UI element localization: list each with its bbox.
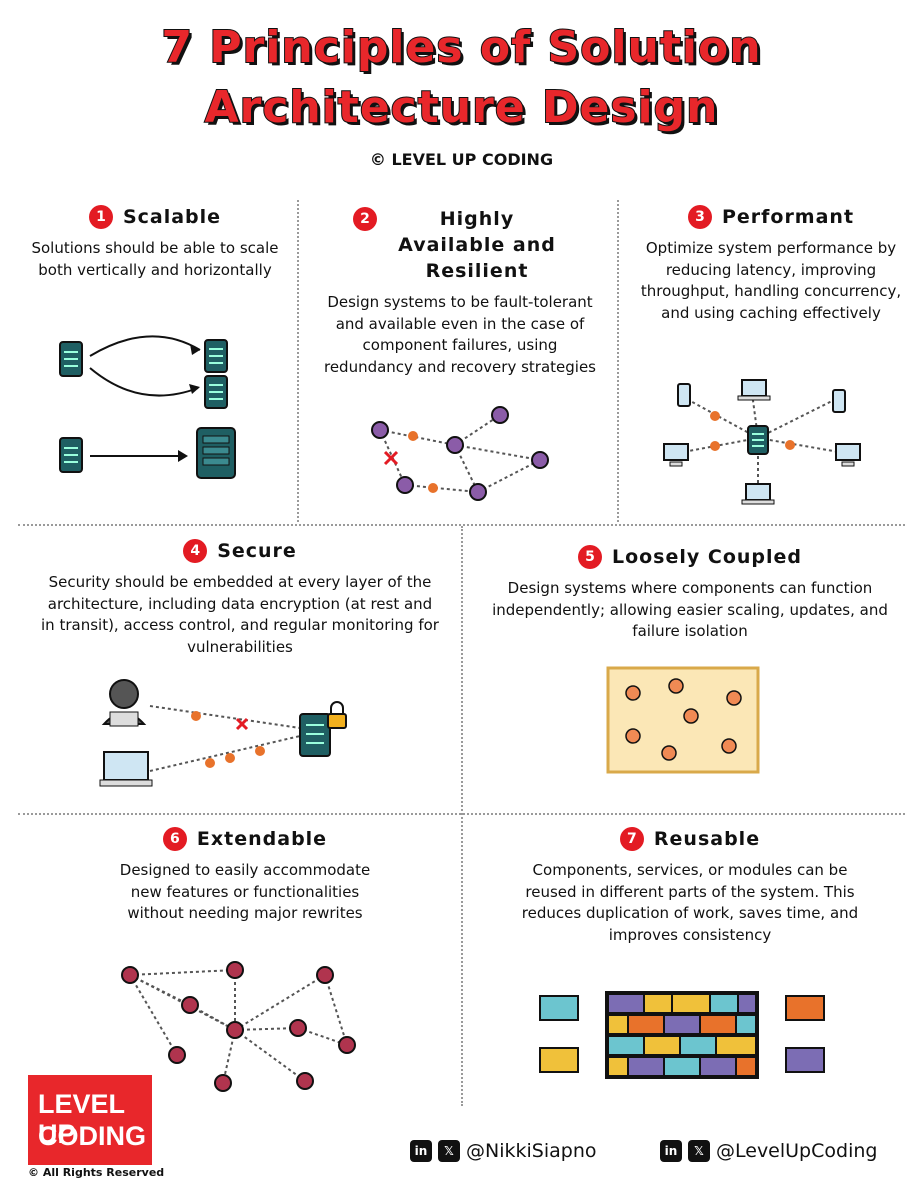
resilient-network-illustration (371, 406, 549, 501)
blocked-x-icon (235, 717, 249, 731)
principle-extendable: 6 Extendable Designed to easily accommoda… (60, 826, 430, 925)
principle-description: Optimize system performance by reducing … (640, 239, 902, 322)
handle-text: @LevelUpCoding (716, 1140, 878, 1162)
server-icon (747, 425, 769, 455)
divider (297, 200, 299, 522)
packet-dot (191, 711, 201, 721)
packet-dot (408, 431, 418, 441)
reusable-blocks-illustration (539, 991, 825, 1079)
social-handle-levelupcoding[interactable]: in 𝕏 @LevelUpCoding (660, 1140, 877, 1162)
social-handle-nikki[interactable]: in 𝕏 @NikkiSiapno (410, 1140, 597, 1162)
number-badge: 3 (687, 205, 712, 229)
desktop-icon (663, 443, 689, 467)
principle-performant: 3 Performant Optimize system performance … (640, 204, 902, 324)
number-badge: 5 (577, 545, 602, 569)
laptop-icon (99, 751, 153, 787)
copyright: © LEVEL UP CODING (369, 150, 554, 169)
principle-title: Scalable (122, 206, 222, 228)
node (121, 961, 356, 1092)
server-icon (204, 375, 228, 409)
principle-secure: 4 Secure Security should be embedded at e… (40, 538, 440, 658)
linkedin-icon: in (660, 1140, 682, 1162)
principle-title: Performant (721, 206, 855, 228)
principle-scalable: 1 Scalable Solutions should be able to sc… (30, 204, 280, 281)
divider (617, 200, 619, 522)
number-badge: 4 (183, 539, 208, 563)
packet-dot (710, 411, 720, 421)
block (785, 995, 825, 1021)
principle-description: Solutions should be able to scale both v… (31, 239, 279, 279)
title-line-2: Architecture Design (204, 81, 719, 134)
principle-description: Components, services, or modules can be … (521, 861, 859, 944)
principle-description: Design systems where components can func… (492, 579, 888, 640)
principle-loosely-coupled: 5 Loosely Coupled Design systems where co… (490, 544, 890, 643)
block (539, 995, 579, 1021)
principle-title: Extendable (196, 828, 328, 850)
x-icon: 𝕏 (438, 1140, 460, 1162)
secure-illustration (99, 679, 347, 787)
server-icon (299, 713, 331, 757)
server-icon (59, 437, 83, 473)
desktop-icon (835, 443, 861, 467)
handle-text: @NikkiSiapno (466, 1140, 597, 1162)
principle-description: Design systems to be fault-tolerant and … (323, 293, 596, 376)
extendable-network-illustration (121, 961, 356, 1092)
laptop-icon (737, 379, 771, 401)
level-up-coding-logo: LEVEL UP CODING (28, 1075, 152, 1165)
number-badge: 1 (88, 205, 113, 229)
scalable-illustration (59, 335, 236, 479)
principle-highly-available: 2 Highly Available and Resilient Design s… (320, 206, 600, 378)
laptop-icon (741, 483, 775, 505)
packet-dot (710, 441, 720, 451)
number-badge: 2 (353, 207, 377, 231)
principle-description: Security should be embedded at every lay… (41, 573, 439, 656)
node (371, 406, 549, 501)
packet-dot (785, 440, 795, 450)
title-line-1: 7 Principles of Solution (160, 21, 762, 74)
phone-icon (677, 383, 691, 407)
divider (18, 524, 905, 526)
principle-reusable: 7 Reusable Components, services, or modul… (500, 826, 880, 946)
block (785, 1047, 825, 1073)
x-icon: 𝕏 (688, 1140, 710, 1162)
lock-icon (327, 701, 347, 729)
loosely-coupled-illustration (606, 666, 760, 774)
block-wall (605, 991, 759, 1079)
principle-title: Reusable (653, 828, 761, 850)
server-icon (59, 341, 83, 377)
performant-illustration (663, 379, 861, 505)
packet-dot (428, 483, 438, 493)
packet-dot (225, 753, 235, 763)
number-badge: 7 (619, 827, 644, 851)
principle-title: Loosely Coupled (611, 546, 803, 568)
packet-dot (205, 758, 215, 768)
linkedin-icon: in (410, 1140, 432, 1162)
principle-title: Highly Available and Resilient (398, 208, 556, 282)
server-icon (204, 339, 228, 373)
packet-dot (255, 746, 265, 756)
divider (461, 526, 463, 1106)
block (539, 1047, 579, 1073)
phone-icon (832, 389, 846, 413)
component-dot (625, 678, 742, 761)
divider (18, 813, 905, 815)
failure-x-icon (383, 450, 399, 466)
number-badge: 6 (162, 827, 187, 851)
rights-notice: © All Rights Reserved (28, 1166, 165, 1179)
hacker-icon (101, 679, 147, 727)
principle-title: Secure (217, 540, 297, 562)
large-server-icon (196, 427, 236, 479)
principle-description: Designed to easily accommodate new featu… (119, 861, 371, 922)
